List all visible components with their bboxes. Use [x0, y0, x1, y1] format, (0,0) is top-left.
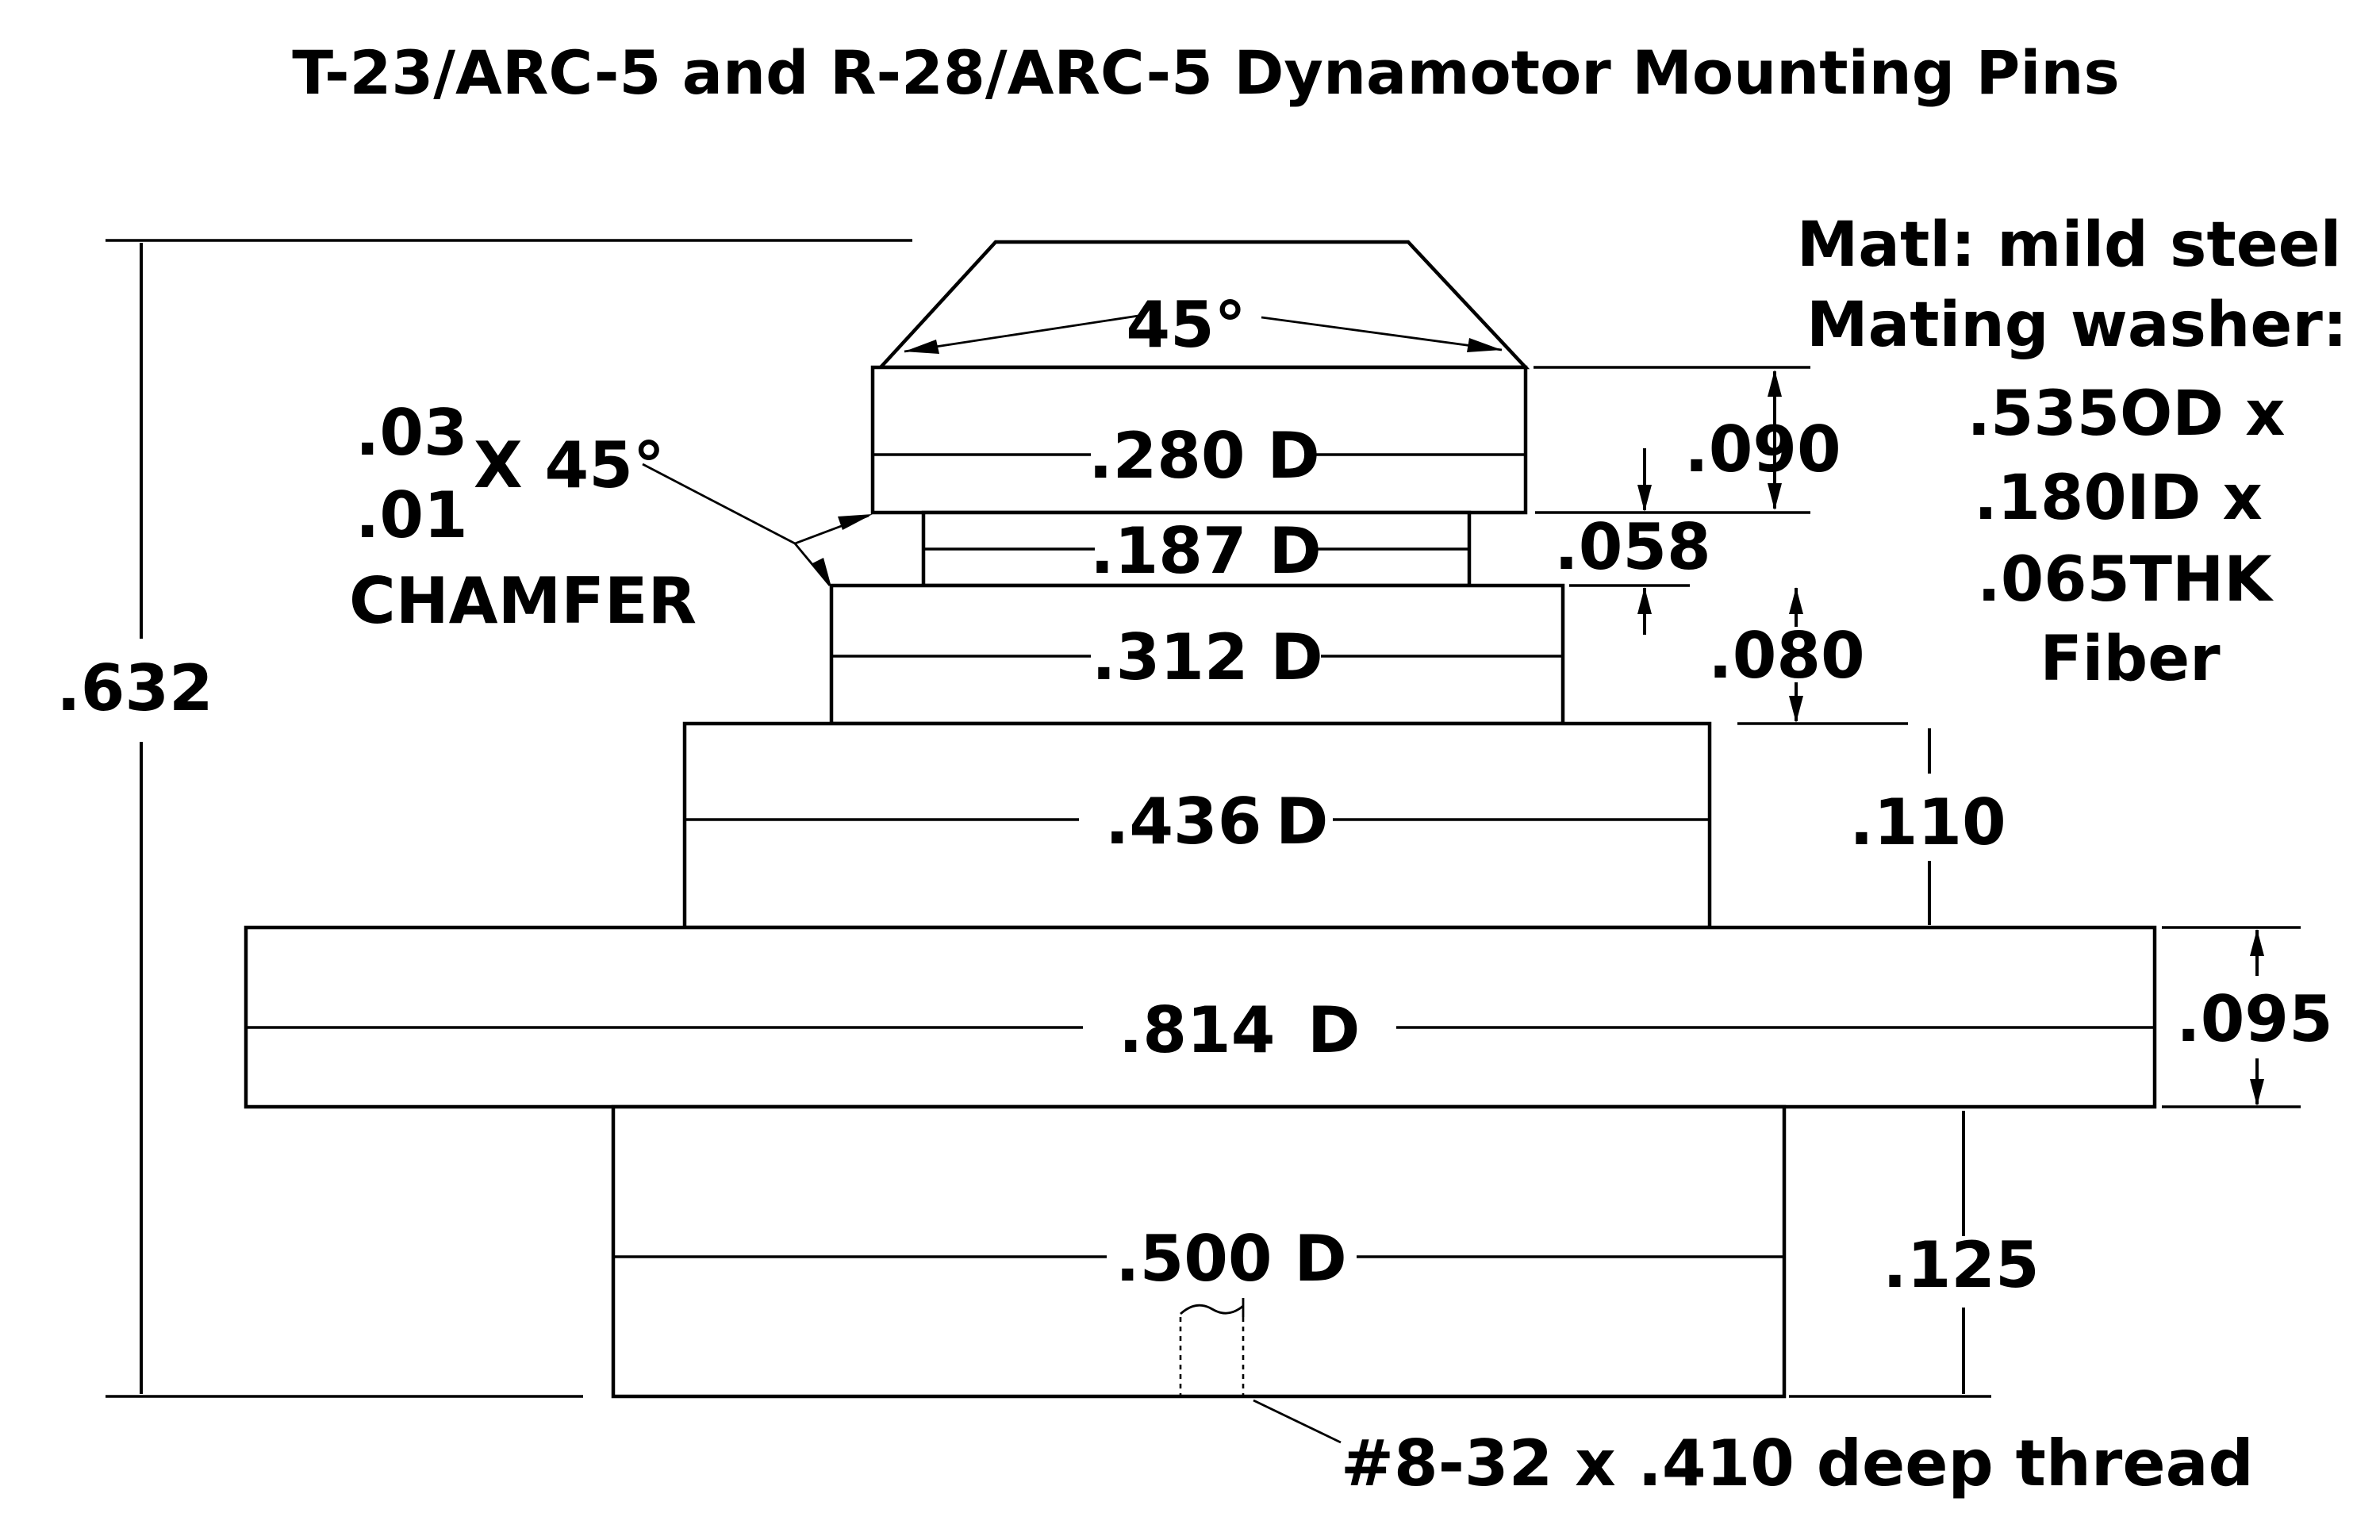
material-notes: Matl: mild steel Mating washer: .535OD x… [1797, 209, 2347, 695]
height-label-overall: .632 [56, 651, 213, 725]
height-label-080: .080 [1708, 619, 1864, 693]
drawing-title: T-23/ARC-5 and R-28/ARC-5 Dynamotor Moun… [292, 37, 2119, 108]
chamfer-label: CHAMFER [349, 564, 697, 638]
material-note-line5: .065THK [1977, 544, 2274, 616]
chamfer-dim-b: .01 [355, 478, 468, 552]
height-label-090: .090 [1684, 413, 1841, 486]
overall-height-dimension: .632 [56, 239, 912, 1398]
section-814-diameter [244, 925, 2157, 1109]
diameter-labels: .280 D .187 D .312 D .436 D .814 D .500 … [1088, 419, 1360, 1296]
section-500-diameter [611, 1104, 1787, 1399]
diameter-label-500: .500 D [1115, 1222, 1347, 1296]
material-note-line1: Matl: mild steel [1797, 209, 2342, 281]
section-436-diameter [682, 721, 1712, 930]
diameter-label-312: .312 D [1092, 620, 1323, 694]
diameter-label-280: .280 D [1088, 419, 1320, 493]
height-label-125: .125 [1883, 1228, 2039, 1302]
pin-outline [244, 240, 2157, 1399]
thread-note: #8-32 x .410 deep thread [1341, 1427, 2254, 1500]
diameter-label-187: .187 D [1090, 514, 1322, 588]
diameter-label-814-unit: D [1307, 993, 1360, 1067]
thread-hole: #8-32 x .410 deep thread [1179, 1298, 2254, 1500]
material-note-line4: .180ID x [1974, 463, 2263, 534]
top-angle-label: 45° [1126, 288, 1246, 362]
diameter-label-436-unit: D [1276, 785, 1328, 858]
diameter-lines [248, 453, 2153, 1258]
material-note-line6: Fiber [2040, 624, 2221, 695]
top-angle-dimension: 45° [904, 288, 1503, 362]
diameter-label-436-value: .436 [1105, 785, 1261, 858]
height-label-110: .110 [1849, 785, 2006, 859]
chamfer-callout: .03 X 45° .01 CHAMFER [349, 396, 873, 638]
chamfer-dim-a: .03 [355, 396, 468, 470]
material-note-line3: .535OD x [1967, 378, 2286, 450]
section-312-diameter [829, 583, 1565, 726]
section-280-diameter [870, 365, 1528, 515]
height-label-058: .058 [1554, 510, 1710, 584]
height-dimensions: .090 .058 .080 .110 .095 .125 [1534, 366, 2333, 1398]
height-label-095: .095 [2176, 982, 2332, 1056]
chamfer-angle: X 45° [474, 428, 665, 502]
material-note-line2: Mating washer: [1806, 290, 2347, 361]
diameter-label-814-value: .814 [1119, 993, 1275, 1067]
